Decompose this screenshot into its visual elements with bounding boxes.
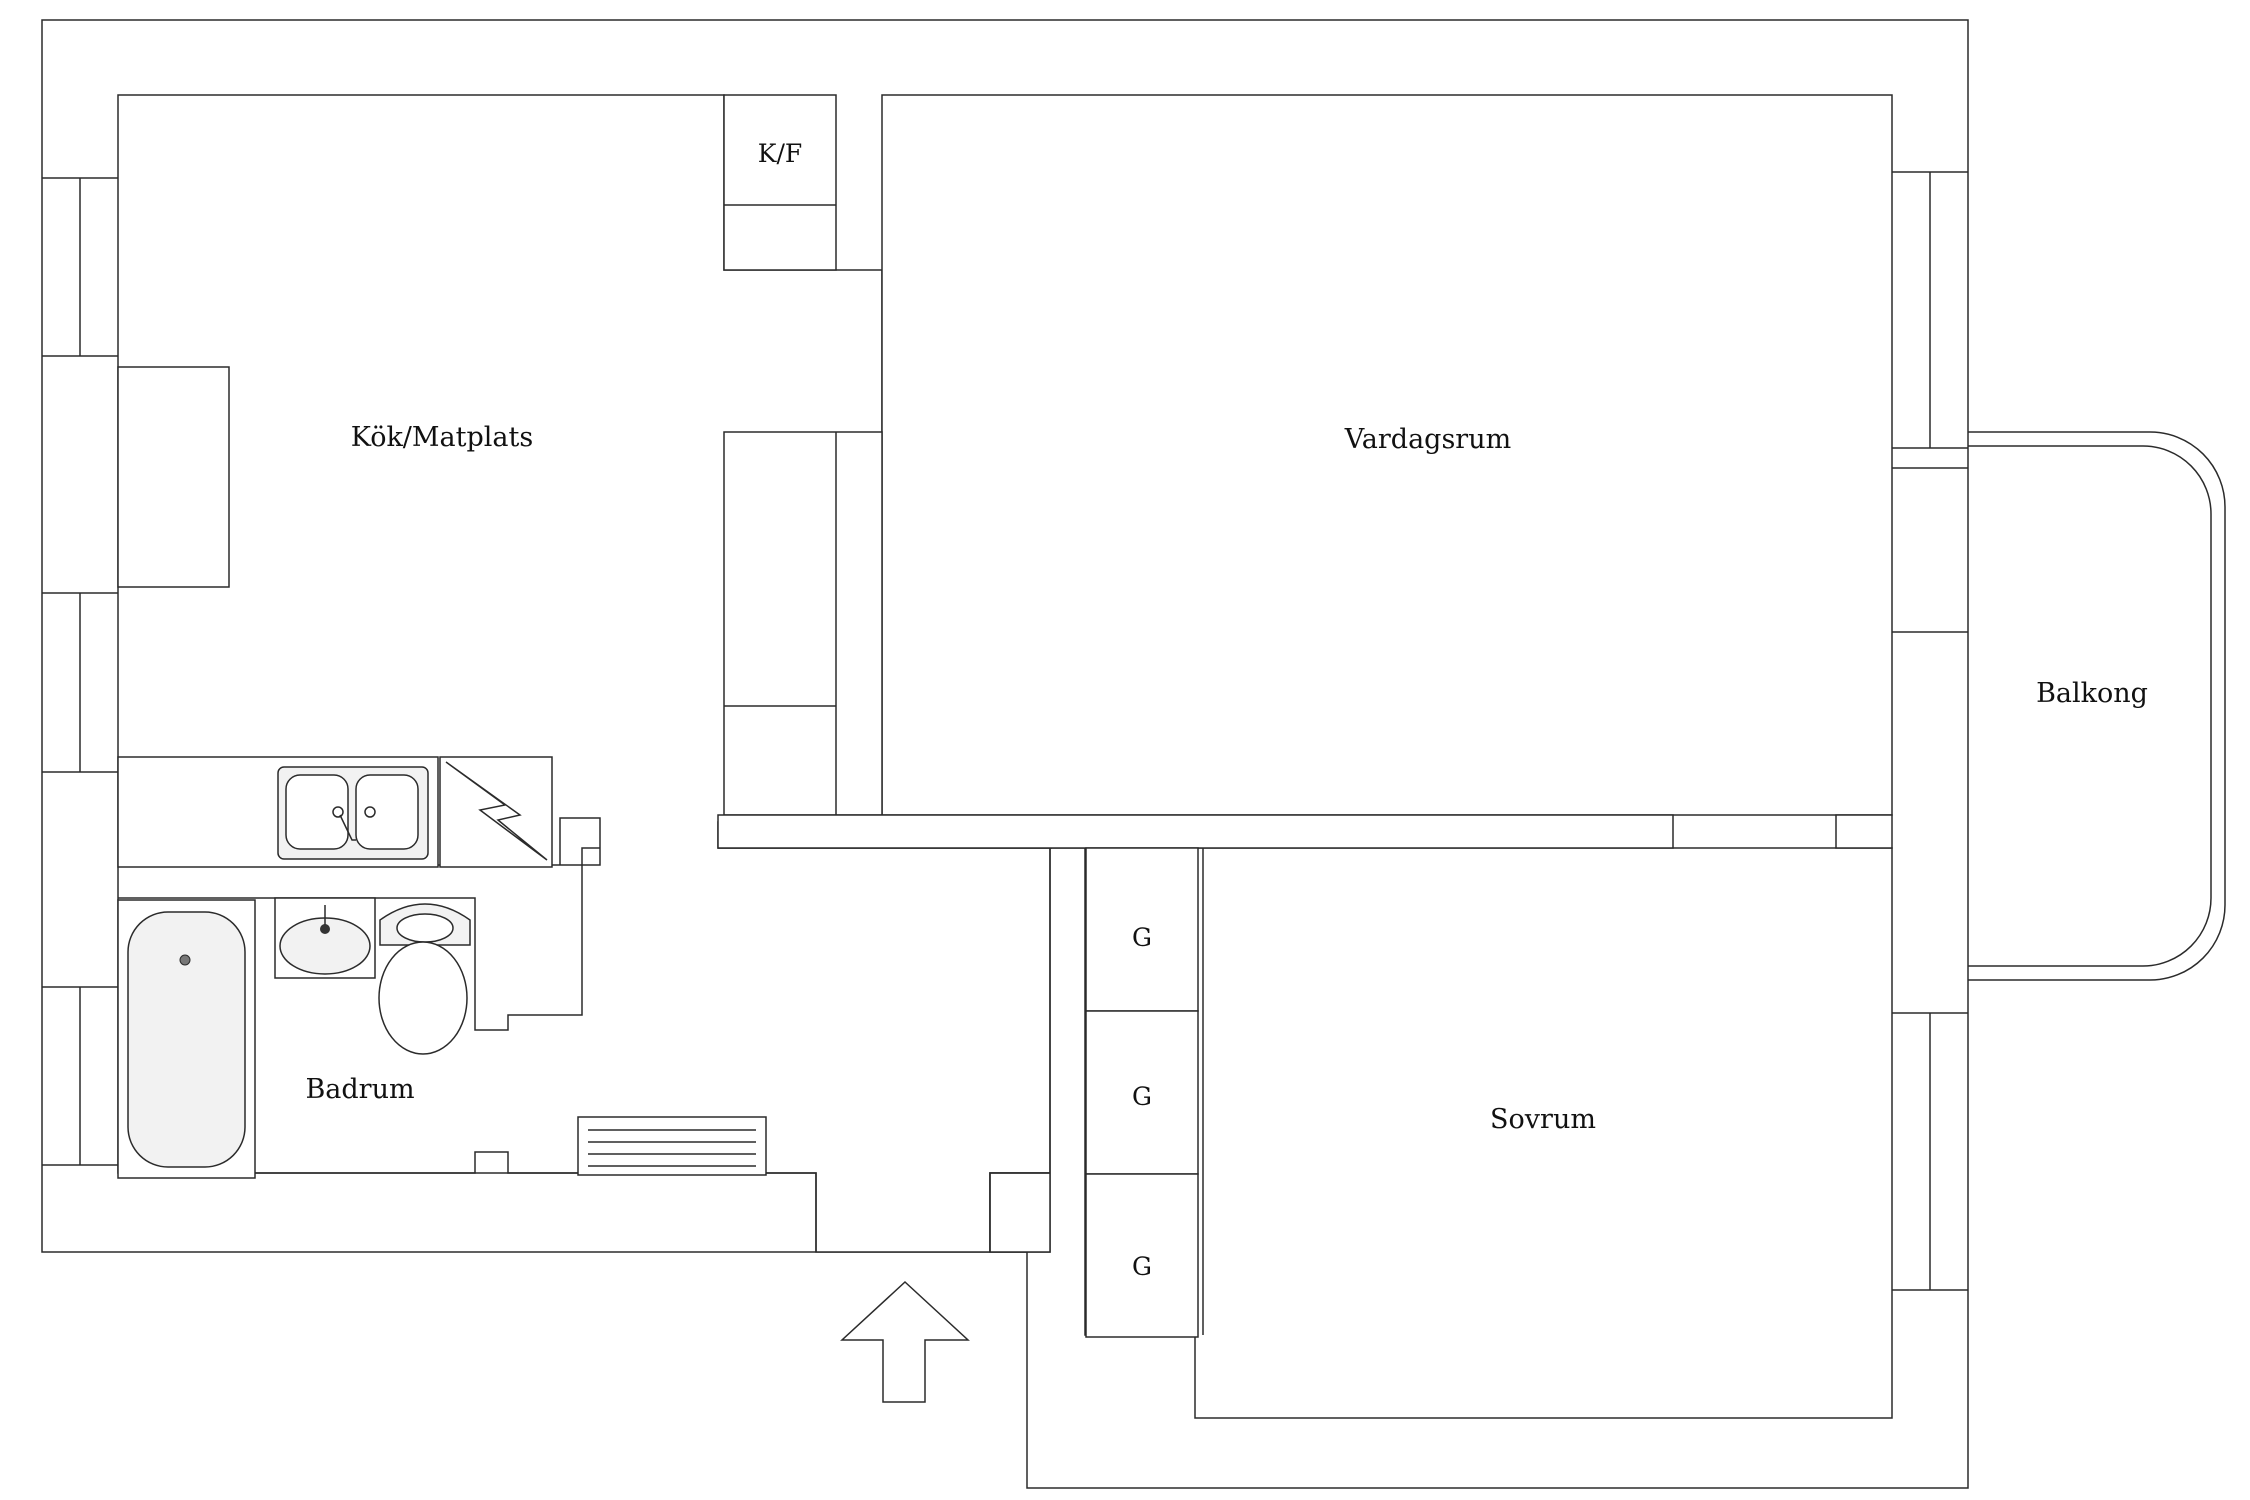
- balcony-inner: [1968, 445, 2212, 967]
- wardrobe-label-3: G: [1132, 1252, 1152, 1281]
- partition-column: [723, 431, 883, 816]
- sink-icon: [277, 766, 429, 860]
- room-label-living: Vardagsrum: [1344, 424, 1511, 455]
- wardrobe-label-2: G: [1132, 1082, 1152, 1111]
- kitchen-cabinet: [117, 366, 230, 588]
- washbasin-icon: [274, 897, 376, 979]
- stove-icon: [439, 756, 553, 868]
- room-label-bedroom: Sovrum: [1490, 1104, 1596, 1135]
- room-label-bath: Badrum: [305, 1074, 414, 1105]
- radiator-icon: [577, 1116, 767, 1176]
- fridge-freezer: [723, 94, 837, 271]
- walls: [41, 19, 1969, 1489]
- balcony-outline: [1968, 431, 2226, 981]
- wardrobes: [1085, 847, 1199, 1338]
- room-label-kitchen: Kök/Matplats: [351, 422, 533, 453]
- bathtub-icon: [117, 899, 256, 1179]
- wardrobe-label-1: G: [1132, 923, 1152, 952]
- toilet-icon: [378, 903, 471, 1055]
- fridge-freezer-label: K/F: [758, 139, 802, 168]
- wall-hall-living: [717, 814, 1674, 849]
- living-floor: [881, 94, 1893, 816]
- interior-lines: [42, 171, 1968, 1335]
- entrance-arrow-icon: [840, 1280, 970, 1403]
- room-label-balcony: Balkong: [2036, 678, 2148, 709]
